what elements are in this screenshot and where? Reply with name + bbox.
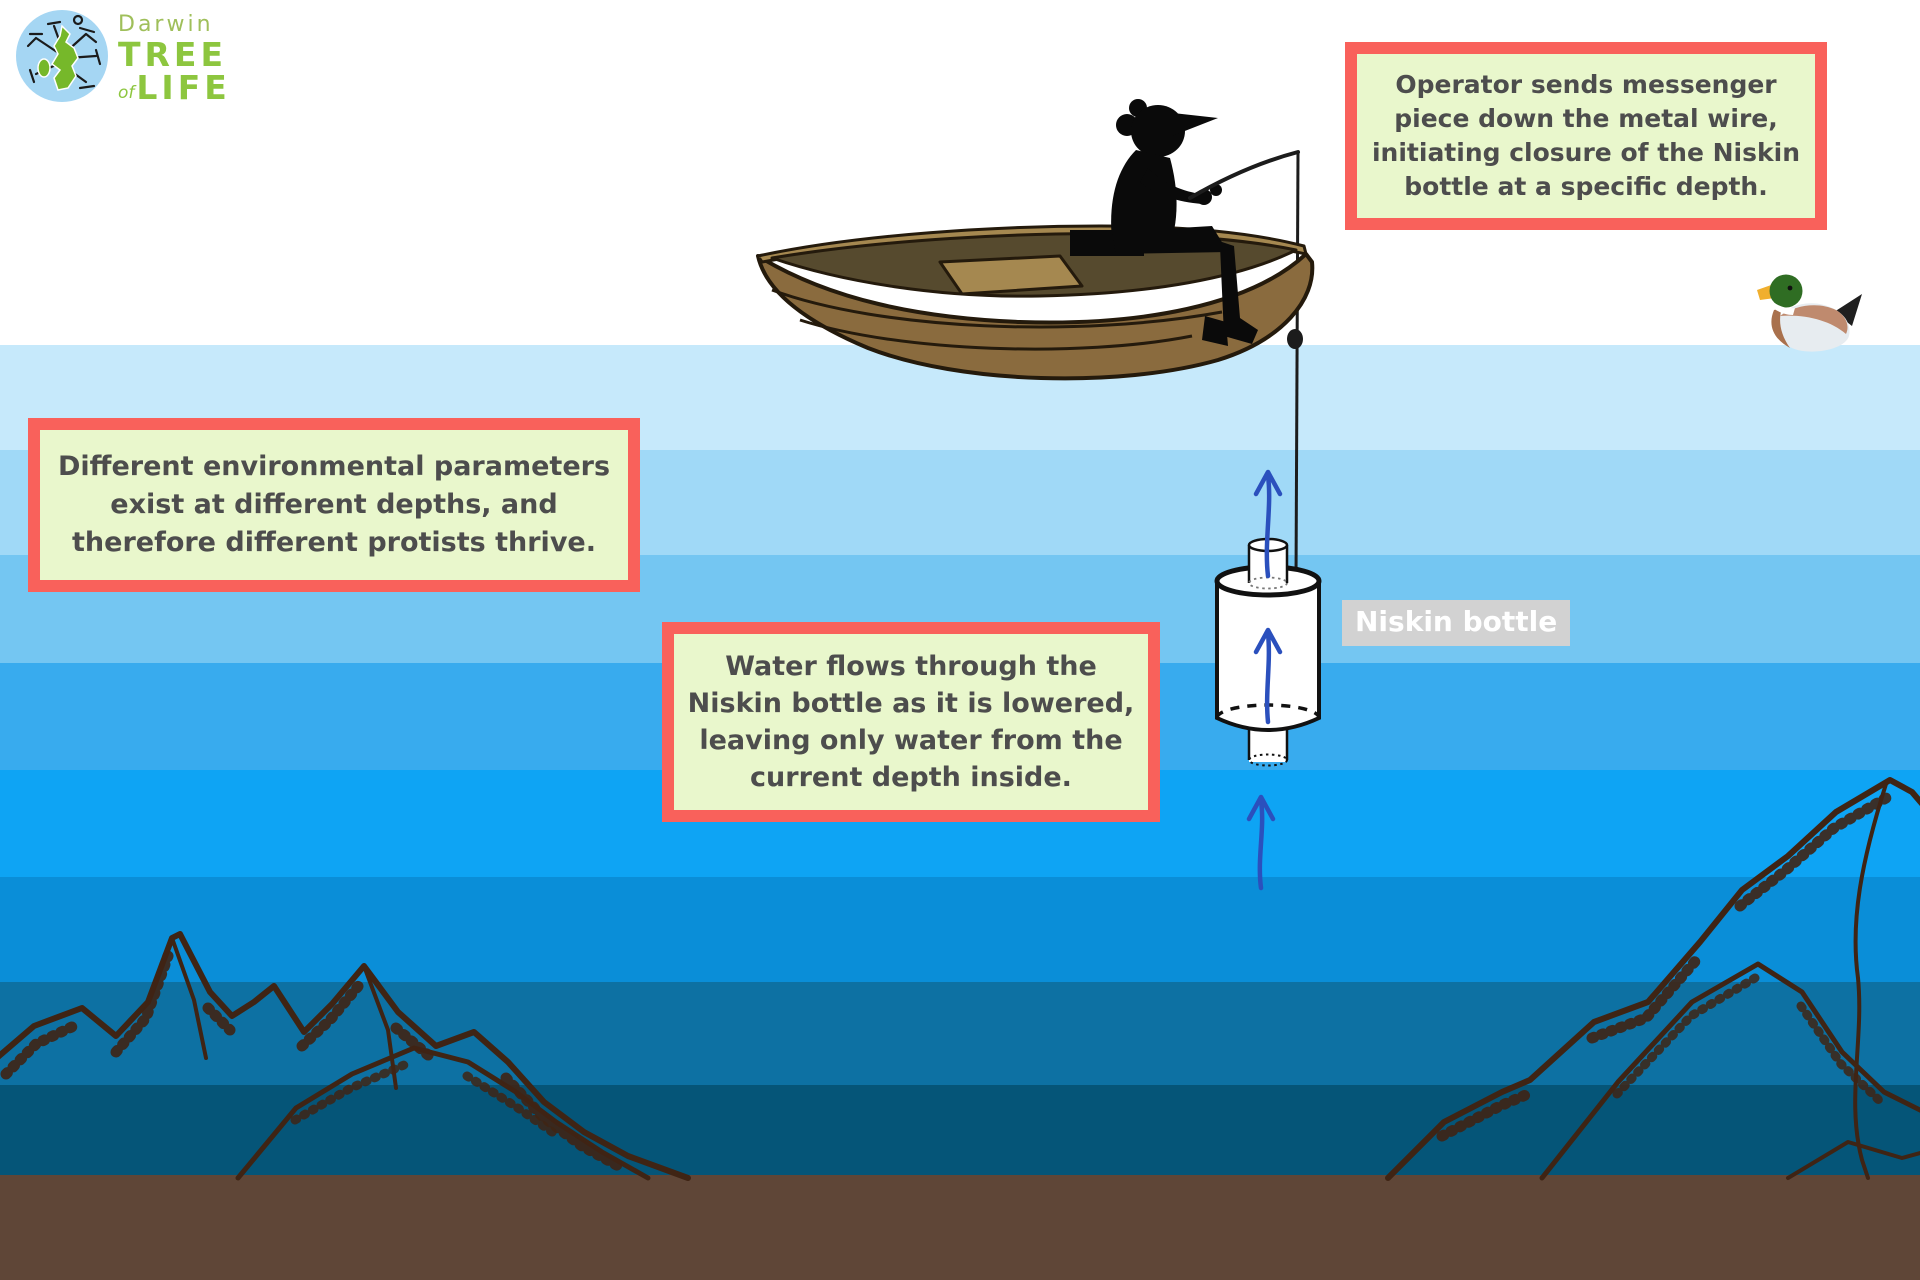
water-band-6 xyxy=(0,877,1920,982)
logo-life-text: LIFE xyxy=(136,68,231,107)
mallard-duck-icon xyxy=(1757,274,1862,352)
callout-line: Water flows through the xyxy=(725,651,1097,682)
fisher-silhouette-icon xyxy=(1070,99,1258,346)
callout-line: leaving only water from the xyxy=(699,725,1123,756)
callout-line: bottle at a specific depth. xyxy=(1404,172,1768,201)
callout-line: Different environmental parameters xyxy=(57,451,611,482)
darwin-tree-of-life-globe-icon xyxy=(16,10,108,102)
water-band-8 xyxy=(0,1085,1920,1175)
callout-line: exist at different depths, and xyxy=(110,489,558,520)
callout-line: therefore different protists thrive. xyxy=(72,527,596,558)
water-band-7 xyxy=(0,982,1920,1085)
callout-water-flow: Water flows through the Niskin bottle as… xyxy=(662,622,1160,822)
callout-parameters: Different environmental parameters exist… xyxy=(28,418,640,592)
callout-line: piece down the metal wire, xyxy=(1394,104,1778,133)
callout-line: initiating closure of the Niskin xyxy=(1371,138,1800,167)
darwin-tree-of-life-logo: Darwin TREE of LIFE xyxy=(14,8,231,104)
callout-line: current depth inside. xyxy=(750,762,1072,793)
callout-operator: Operator sends messenger piece down the … xyxy=(1345,42,1827,230)
logo-tree-text: TREE xyxy=(118,35,228,74)
logo-darwin-text: Darwin xyxy=(118,12,214,37)
callout-line: Niskin bottle as it is lowered, xyxy=(687,688,1135,719)
callout-line: Operator sends messenger xyxy=(1395,70,1777,99)
seafloor xyxy=(0,1175,1920,1280)
logo-of-text: of xyxy=(118,83,135,103)
niskin-bottle-label: Niskin bottle xyxy=(1342,600,1571,646)
fishing-rod-icon xyxy=(1188,150,1300,200)
